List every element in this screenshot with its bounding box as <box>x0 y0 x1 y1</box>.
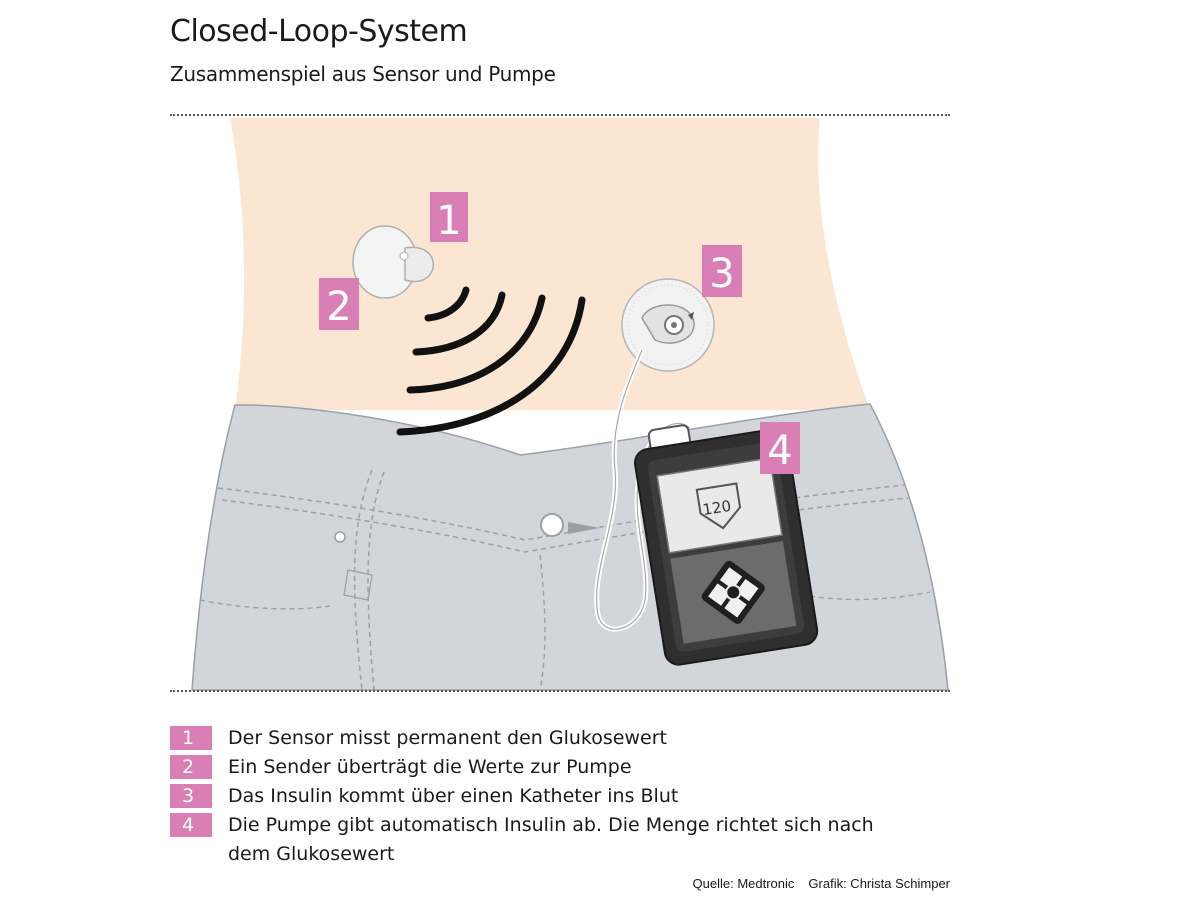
pump-display-value: 120 <box>701 497 732 519</box>
jeans-rivet <box>334 531 346 543</box>
jeans <box>191 403 949 691</box>
legend-text: Der Sensor misst permanent den Glukosewe… <box>228 727 667 749</box>
sensor-transmitter <box>352 225 434 299</box>
legend-item-3: 3 Das Insulin kommt über einen Katheter … <box>170 784 950 813</box>
left-pocket-seam <box>353 469 373 691</box>
bottom-divider <box>170 690 950 692</box>
legend-number: 1 <box>170 726 212 750</box>
svg-text:3: 3 <box>709 251 734 297</box>
legend-text: Das Insulin kommt über einen Katheter in… <box>228 785 679 807</box>
jeans-button <box>540 513 564 537</box>
legend-item-2: 2 Ein Sender überträgt die Werte zur Pum… <box>170 755 950 784</box>
insulin-pump <box>634 424 819 666</box>
marker-2: 2 <box>319 278 359 330</box>
fly-seam <box>539 554 546 691</box>
marker-3: 3 <box>702 245 742 297</box>
legend-text: Ein Sender überträgt die Werte zur Pumpe <box>228 756 632 778</box>
top-divider <box>170 114 950 116</box>
legend-text: Die Pumpe gibt automatisch Insulin ab. D… <box>228 814 874 865</box>
legend-number: 3 <box>170 784 212 808</box>
marker-1: 1 <box>430 192 468 244</box>
legend-number: 4 <box>170 813 212 837</box>
legend-item-4: 4 Die Pumpe gibt automatisch Insulin ab.… <box>170 813 950 873</box>
marker-4: 4 <box>760 422 800 474</box>
source-credit: Quelle: Medtronic Grafik: Christa Schimpe… <box>693 876 950 891</box>
svg-text:4: 4 <box>767 428 792 474</box>
legend: 1 Der Sensor misst permanent den Glukose… <box>170 726 950 873</box>
source-text: Quelle: Medtronic <box>692 876 795 891</box>
page-title: Closed-Loop-System <box>170 14 468 49</box>
svg-text:1: 1 <box>436 198 461 244</box>
legend-number: 2 <box>170 755 212 779</box>
infusion-site <box>621 278 715 372</box>
signal-waves <box>396 286 586 436</box>
page-subtitle: Zusammenspiel aus Sensor und Pumpe <box>170 62 556 86</box>
svg-text:2: 2 <box>326 284 351 330</box>
coin-pocket <box>343 569 373 601</box>
graphic-credit: Grafik: Christa Schimper <box>808 876 950 891</box>
legend-item-1: 1 Der Sensor misst permanent den Glukose… <box>170 726 950 755</box>
